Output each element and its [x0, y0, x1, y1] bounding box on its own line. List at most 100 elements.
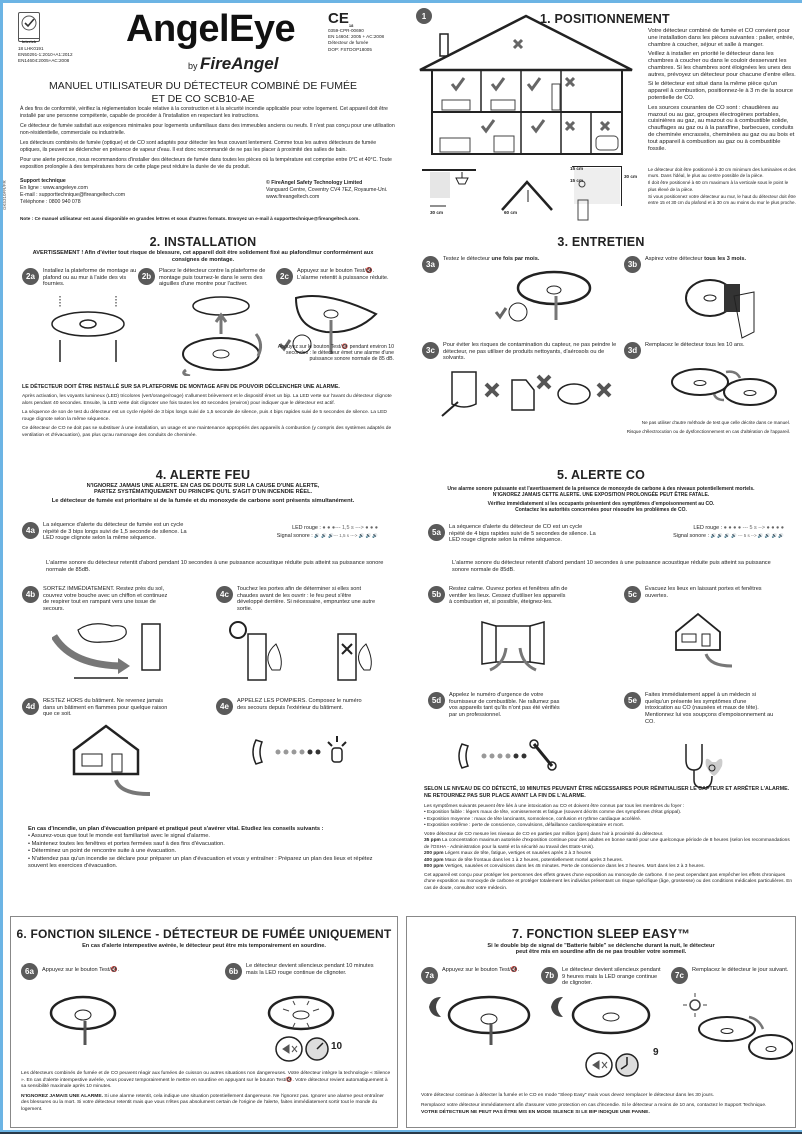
sound-sequence: Signal sonore : 🔊 🔊 🔊--- 1,5 s ---> 🔊 🔊 …: [218, 532, 378, 540]
silence-paragraph: Les détecteurs combinés de fumée et de C…: [21, 1071, 391, 1090]
section-title: 6. FONCTION SILENCE - DÉTECTEUR DE FUMÉE…: [16, 927, 392, 941]
evacuation-tip: • N'attendez pas qu'un incendie se décla…: [28, 855, 373, 870]
step-3a: 3a Testez le détecteur une fois par mois…: [422, 256, 552, 273]
ppm-level: 400 ppm: [424, 857, 444, 863]
step-4c: 4c Touchez les portes afin de déterminer…: [216, 586, 376, 613]
cert-left-line: EN50291-1:2010+A1:2012: [18, 52, 73, 58]
test-caption: Appuyez sur le bouton Test/🔇 pendant env…: [277, 344, 394, 363]
step-badge: 5a: [428, 524, 445, 541]
open-windows-icon: [481, 621, 545, 672]
ce-mark-sub: 18: [348, 23, 354, 28]
sleep-easy-text: Votre détecteur continue à détecter la f…: [421, 1093, 789, 1120]
silence-timer-label: 10: [331, 1041, 343, 1052]
section-positionnement: 1 1. POSITIONNEMENT: [404, 6, 798, 228]
ppm-level: 800 ppm: [424, 864, 444, 870]
section-number-badge: 1: [416, 8, 432, 24]
co-closing: Cet appareil est conçu pour protéger les…: [424, 872, 793, 891]
positioning-paragraph: Votre détecteur combiné de fumée et CO c…: [648, 28, 795, 48]
step-5d: 5d Appelez le numéro d'urgence de votre …: [428, 692, 568, 719]
installation-warning: AVERTISSEMENT ! Afin d'éviter tout risqu…: [32, 250, 374, 263]
step-badge: 4e: [216, 698, 233, 715]
section-installation: 2. INSTALLATION AVERTISSEMENT ! Afin d'é…: [8, 232, 398, 454]
step-3d: 3d Remplacez le détecteur tous les 10 an…: [624, 342, 754, 359]
step-4b: 4b SORTEZ IMMÉDIATEMENT. Restez près du …: [22, 586, 172, 613]
call-firefighters-icon: [252, 736, 347, 765]
evacuation-tip: • Déterminez un point de rencontre suite…: [28, 848, 177, 855]
step-7a: 7a Appuyez sur le bouton Test/🔇.: [421, 967, 531, 984]
positioning-small-paragraph: Il doit être positionné à 60 cm maximum …: [648, 180, 789, 192]
detector-rotate-icon: [182, 296, 263, 376]
sleep-easy-subtitle: Si le double bip de signal de "Batterie …: [407, 943, 795, 956]
section-entretien: 3. ENTRETIEN 3a Testez le détecteur une …: [404, 232, 798, 454]
step-text: SORTEZ IMMÉDIATEMENT. Restez près du sol…: [43, 586, 168, 613]
sound-sequence: Signal sonore : 🔊 🔊 🔊 🔊 --- 5 s --> 🔊 🔊 …: [604, 532, 784, 540]
step-4a: 4a La séquence d'alerte du détecteur de …: [22, 522, 192, 542]
intertek-label: Intertek: [19, 38, 39, 44]
fire-warning: N'IGNOREZ JAMAIS UNE ALERTE. EN CAS DE D…: [8, 483, 398, 496]
sleep-paragraph: Votre détecteur continue à détecter la f…: [421, 1093, 714, 1098]
step-text: APPELEZ LES POMPIERS. Composez le numéro…: [237, 698, 362, 711]
evacuation-plan: En cas d'incendie, un plan d'évacuation …: [28, 826, 392, 870]
ppm-text: La concentration maximum autorisée d'exp…: [424, 838, 790, 850]
step-badge: 3b: [624, 256, 641, 273]
positioning-small-paragraph: Le détecteur doit être positionné à 30 c…: [648, 167, 796, 179]
ppm-text: Maux de tête frontaux dans les 1 à 2 heu…: [444, 857, 623, 863]
fire-alarm-note: L'alarme sonore du détecteur retentit d'…: [46, 560, 384, 573]
intro-paragraph: À des fins de conformité, vérifiez la ré…: [20, 106, 388, 120]
section-title: 5. ALERTE CO: [556, 468, 646, 482]
brand-logo: AngelEye: [126, 8, 296, 50]
section-sleep-easy: 7. FONCTION SLEEP EASY™ Si le double bip…: [406, 916, 796, 1128]
cert-left-line: EN14604:2005+AC:2008: [18, 58, 70, 64]
company-block: © FireAngel Safety Technology Limited Va…: [266, 180, 401, 201]
ppm-text: Légers maux de tête, fatigue, vertiges e…: [444, 851, 592, 857]
moon-press-button-icon: [429, 995, 531, 1045]
step-3c: 3c Pour éviter les risques de contaminat…: [422, 342, 622, 362]
step-text: Évacuez les lieux en laissant portes et …: [645, 586, 762, 599]
sound-value: 🔊 🔊 🔊 🔊 --- 5 s --> 🔊 🔊 🔊 🔊: [710, 533, 784, 539]
silence-text: Les détecteurs combinés de fumée et de C…: [21, 1071, 391, 1117]
co-reset-notice: SELON LE NIVEAU DE CO DÉTECTÉ, 10 MINUTE…: [424, 786, 790, 799]
sleep-timer-label: 9: [653, 1047, 659, 1058]
evacuate-house-icon: [675, 612, 733, 668]
bottom-bar: [0, 1130, 802, 1134]
fire-warning-line: N'IGNOREZ JAMAIS UNE ALERTE. EN CAS DE D…: [86, 483, 320, 489]
section-alerte-feu: 4. ALERTE FEU N'IGNOREZ JAMAIS UNE ALERT…: [8, 460, 398, 912]
step-badge: 6a: [21, 963, 38, 980]
check-badge-icon: [21, 15, 37, 31]
step-text: Installez la plateforme de montage au pl…: [43, 268, 137, 288]
fire-alarm-sequence: LED rouge : ● ● ●--- 1,5 s ---> ● ● ● Si…: [218, 524, 378, 540]
step-7c: 7c Remplacez le détecteur le jour suivan…: [671, 967, 791, 984]
step-badge: 5c: [624, 586, 641, 603]
ppm-text: Vertiges, nausées et convulsions dans le…: [444, 864, 705, 870]
ppm-level: 200 ppm: [424, 851, 444, 857]
sound-label: Signal sonore :: [673, 533, 710, 540]
sun-replace-detector-icon: [683, 993, 793, 1060]
step-badge: 5d: [428, 692, 445, 709]
support-email[interactable]: E-mail : supporttechnique@fireangeltech.…: [20, 192, 126, 199]
mounting-notice: LE DÉTECTEUR DOIT ÊTRE INSTALLÉ SUR SA P…: [22, 384, 340, 390]
crawl-to-exit-icon: [52, 623, 161, 679]
step-badge: 2a: [22, 268, 39, 285]
evacuation-tip: • Assurez-vous que tout le monde est fam…: [28, 833, 211, 840]
ppm-row: 800 ppm Vertiges, nausées et convulsions…: [424, 864, 794, 870]
led-label: LED rouge :: [292, 525, 321, 531]
step-text-regular: Testez le détecteur: [443, 256, 492, 262]
company-website[interactable]: www.fireangeltech.com: [266, 194, 320, 201]
title-line-1: MANUEL UTILISATEUR DU DÉTECTEUR COMBINÉ …: [48, 80, 358, 92]
positioning-paragraph: Les sources courantes de CO sont : chaud…: [648, 104, 795, 152]
moon-silenced-icon: [551, 995, 651, 1078]
led-label: LED rouge :: [693, 525, 723, 531]
silenced-detector-icon: [267, 995, 335, 1062]
cert-right-line: 0359-CPR-00690: [328, 28, 364, 33]
support-online[interactable]: En ligne : www.angeleye.com: [20, 185, 88, 192]
house-diagram-icon: [419, 14, 633, 155]
step-text: Appuyez sur le bouton Test/🔇.: [442, 967, 520, 973]
replace-detector-icon: [671, 368, 777, 406]
cert-right-lines: 0359-CPR-00690 EN 14604: 2005 + AC:2008 …: [328, 28, 384, 53]
step-badge: 3c: [422, 342, 439, 359]
step-text: Appuyez sur le bouton Test/🔇. L'alarme r…: [297, 268, 389, 281]
stay-outside-house-icon: [72, 724, 151, 796]
company-name: © FireAngel Safety Technology Limited: [266, 180, 363, 186]
section-title: 4. ALERTE FEU: [155, 468, 251, 482]
